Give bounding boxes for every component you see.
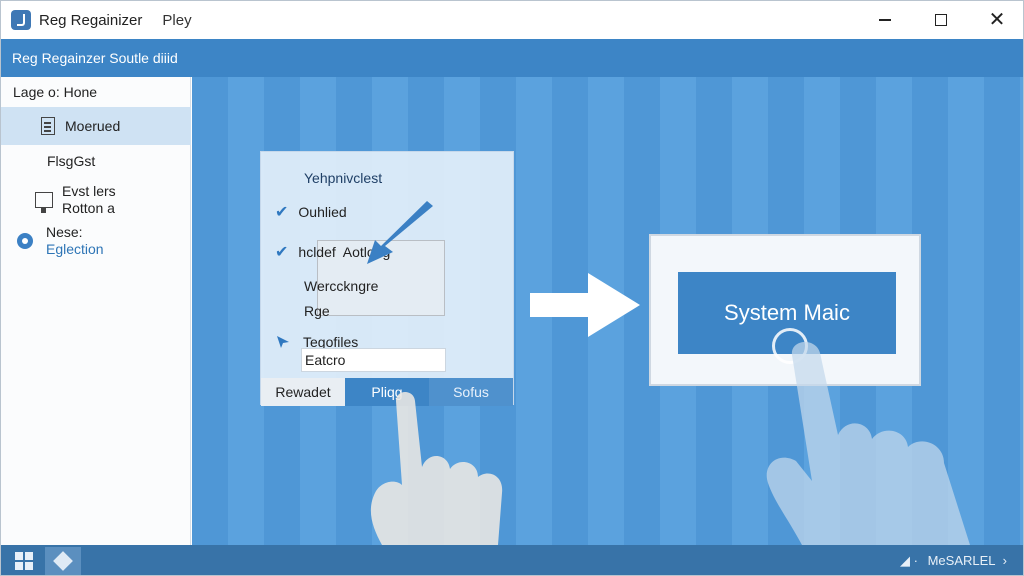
- sidebar-item-label: FlsgGst: [47, 153, 96, 169]
- sidebar-item-text: Evst lers Rotton a: [62, 183, 116, 217]
- option-label: Ouhlied: [298, 204, 347, 220]
- sidebar-item-label: Moerued: [65, 118, 121, 134]
- tab-rewadet[interactable]: Rewadet: [261, 378, 345, 406]
- document-icon: [41, 117, 55, 135]
- window-controls: ✕: [857, 1, 1023, 39]
- panel-title: Yehpnivclest: [304, 170, 383, 186]
- window-title: Reg Regainizer: [39, 11, 143, 29]
- title-bar: Reg Regainizer Pley ✕: [1, 1, 1023, 39]
- sidebar-item-evst-lers[interactable]: Evst lers Rotton a: [1, 182, 191, 218]
- maximize-button[interactable]: [913, 1, 969, 39]
- breadcrumb: Lage o: Hone: [13, 84, 98, 100]
- header-title: Reg Regainzer Soutle diiid: [12, 50, 178, 66]
- header-band: Reg Regainzer Soutle diiid: [1, 39, 1023, 77]
- sidebar-item-sublabel: Eglection: [46, 241, 104, 257]
- minimize-icon: [879, 19, 891, 21]
- sidebar-item-flsggst[interactable]: FlsgGst: [1, 149, 191, 173]
- sidebar-item-label: Nese:: [46, 224, 83, 240]
- option-row[interactable]: Tegofiles: [275, 334, 358, 350]
- hand-pointer-icon: [766, 341, 970, 545]
- minimize-button[interactable]: [857, 1, 913, 39]
- sidebar-item-text: Nese: Eglection: [46, 224, 104, 258]
- panel-text-input[interactable]: Eatcro: [301, 348, 446, 372]
- system-tray[interactable]: ◢ · MeSARLEL ›: [900, 553, 1007, 569]
- option-row[interactable]: ✔ Ouhlied: [275, 202, 347, 222]
- sidebar-item-label: Evst lers: [62, 183, 116, 199]
- taskbar: ◢ · MeSARLEL ›: [1, 545, 1023, 575]
- right-arrow-icon: [530, 273, 640, 337]
- option-row[interactable]: Rge: [304, 303, 330, 319]
- close-button[interactable]: ✕: [969, 1, 1023, 39]
- cursor-icon: [277, 336, 289, 348]
- sidebar-item-sublabel: Rotton a: [62, 200, 115, 216]
- close-icon: ✕: [988, 9, 1006, 31]
- option-label: Rge: [304, 303, 330, 319]
- options-panel: Yehpnivclest ✔ Ouhlied ✔ hcldef Aotlong …: [260, 151, 514, 406]
- taskbar-app-button[interactable]: [45, 547, 81, 575]
- option-label: Tegofiles: [303, 334, 359, 350]
- system-card: System Maic: [649, 234, 921, 386]
- checkmark-icon: ✔: [275, 244, 289, 261]
- hand-pointer-icon: [370, 392, 503, 545]
- sidebar-item-moerued[interactable]: Moerued: [1, 107, 191, 145]
- title-menu-item[interactable]: Pley: [162, 11, 192, 29]
- app-logo-icon: [11, 10, 31, 30]
- input-value: Eatcro: [305, 352, 346, 368]
- main-area: Yehpnivclest ✔ Ouhlied ✔ hcldef Aotlong …: [192, 77, 1023, 545]
- maximize-icon: [935, 14, 947, 26]
- chevron-right-icon: ›: [1002, 553, 1007, 568]
- tab-sofus[interactable]: Sofus: [429, 378, 513, 406]
- sidebar-item-nese[interactable]: Nese: Eglection: [1, 223, 191, 259]
- tray-arrow-icon: ◢ ·: [900, 553, 918, 568]
- option-label: Wercckngre: [304, 278, 379, 294]
- sidebar: Lage o: Hone Moerued FlsgGst Evst lers R…: [1, 77, 191, 545]
- tray-text: MeSARLEL: [927, 553, 996, 568]
- gear-icon: [17, 233, 33, 249]
- monitor-icon: [35, 192, 53, 213]
- pointer-arrow-icon: [367, 201, 433, 264]
- windows-start-icon[interactable]: [15, 552, 33, 570]
- panel-tabs: Rewadet Pliqg Sofus: [261, 378, 513, 406]
- app-gear-icon: [53, 551, 73, 571]
- system-button-label: System Maic: [724, 300, 850, 325]
- option-row[interactable]: Wercckngre: [304, 278, 378, 294]
- checkmark-icon: ✔: [275, 204, 289, 221]
